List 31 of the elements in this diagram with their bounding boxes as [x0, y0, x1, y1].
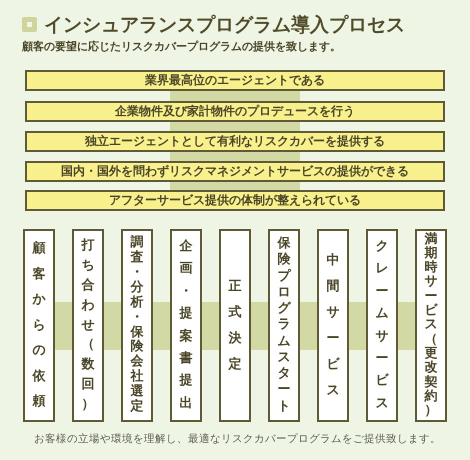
footer-note: お客様の立場や環境を理解し、最適なリスクカバープログラムをご提供致します。: [34, 432, 441, 446]
feature-box: [25, 131, 445, 152]
step-box: [23, 229, 55, 422]
title: インシュアランスプログラム導入プロセス: [44, 13, 405, 38]
box-text: 独立エージェントとして有利なリスクカバーを提供する: [85, 133, 385, 150]
box-text: 国内・国外を問わずリスクマネジメントサービスの提供ができる: [61, 163, 409, 180]
box-text: 企画・提案書提出: [180, 238, 192, 413]
box-text: 正式決定: [228, 278, 242, 374]
step-box: [121, 229, 153, 422]
box-text: アフターサービス提供の体制が整えられている: [109, 192, 361, 209]
box-text: 中間サービス: [326, 252, 340, 400]
box-text: 業界最高位のエージェントである: [145, 72, 325, 89]
box-text: 保険プログラムスタート: [278, 236, 290, 415]
box-text: 顧客からの依頼: [32, 240, 46, 412]
step-box: [366, 229, 398, 422]
step-box: [72, 229, 104, 422]
step-box: [219, 229, 251, 422]
box-text: 満期時サービス（更改契約）: [424, 232, 438, 418]
box-text: 企業物件及び家計物件のプロデュースを行う: [115, 103, 355, 120]
box-text: 調査・分析・保険会社選定: [130, 236, 144, 416]
feature-box: [25, 70, 445, 91]
step-box: [268, 229, 300, 422]
box-text: 打ち合わせ（数回）: [82, 236, 94, 414]
step-box: [170, 229, 202, 422]
subtitle: 顧客の要望に応じたリスクカバープログラムの提供を致します。: [22, 39, 341, 54]
step-box: [317, 229, 349, 422]
box-text: クレームサービス: [376, 238, 388, 413]
feature-box: [25, 101, 445, 122]
feature-box: [25, 190, 445, 211]
step-box: [415, 229, 447, 422]
feature-box: [25, 161, 445, 182]
